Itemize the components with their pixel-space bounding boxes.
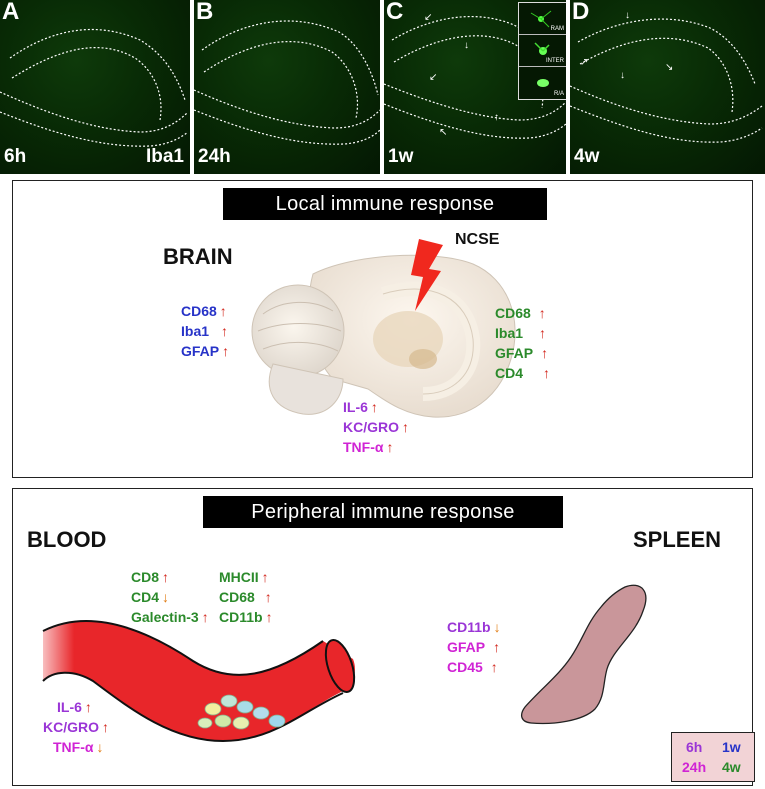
- arrow-icon: ↖: [439, 127, 447, 138]
- legend-6h: 6h: [686, 739, 703, 755]
- marker-item: GFAP↑: [181, 343, 230, 359]
- spleen-illustration: [520, 584, 647, 725]
- blood-cell: [220, 694, 238, 708]
- blood-vessel-illustration: [42, 620, 356, 743]
- local-response-title: Local immune response: [223, 188, 547, 220]
- marker-item: Iba1↑: [181, 323, 229, 339]
- blood-label: BLOOD: [27, 527, 107, 552]
- brain-right-markers: CD68↑ Iba1↑ GFAP↑ CD4↑: [495, 303, 550, 383]
- ncse-label: NCSE: [455, 231, 500, 248]
- arrow-icon: ↙: [424, 12, 432, 23]
- panel-timepoint: 24h: [198, 146, 231, 167]
- inset-label: INTER: [546, 58, 564, 64]
- marker-item: Iba1↑: [495, 325, 547, 341]
- spleen-markers: CD11b↓ GFAP↑ CD45↑: [447, 617, 501, 677]
- marker-item: CD68↑: [181, 303, 227, 319]
- panel-letter: C: [386, 0, 404, 25]
- blood-cell: [252, 706, 270, 720]
- blood-cytokine-markers: IL-6↑ KC/GRO↑ TNF-α↓: [43, 697, 109, 757]
- spleen-label: SPLEEN: [633, 527, 722, 552]
- brain-cytokine-markers: IL-6↑ KC/GRO↑ TNF-α↑: [343, 397, 409, 457]
- timepoint-legend: 6h 1w 24h 4w: [671, 732, 755, 782]
- brain-illustration: [251, 239, 516, 418]
- marker-item: GFAP↑: [495, 345, 549, 361]
- arrow-icon: ↙: [429, 72, 437, 83]
- blood-markers-col1: CD8↑ CD4↓ Galectin-3↑: [131, 567, 209, 627]
- arrow-icon: ↗: [580, 57, 588, 68]
- marker-item: CD8↑: [131, 569, 170, 585]
- local-response-box: Local immune response BRAIN NCSE: [12, 180, 753, 478]
- marker-item: CD68↑: [219, 589, 272, 605]
- marker-item: TNF-α↓: [53, 739, 104, 755]
- blood-cell: [214, 714, 232, 728]
- hippocampus-outline: ↓ ↗ ↓ ↘: [570, 10, 763, 143]
- marker-item: MHCII↑: [219, 569, 269, 585]
- hippocampus-outline: [0, 28, 189, 147]
- blood-cell: [204, 702, 222, 716]
- arrow-icon: ↓: [625, 10, 630, 21]
- microglia-inset: RAM INTER R/A: [518, 2, 566, 100]
- panel-letter: D: [572, 0, 590, 25]
- panel-letter: B: [196, 0, 214, 25]
- inset-label: R/A: [553, 91, 564, 97]
- marker-item: TNF-α↑: [343, 439, 394, 455]
- panel-timepoint: 4w: [574, 146, 600, 167]
- marker-item: IL-6↑: [343, 399, 378, 415]
- micrograph-panel-d: ↓ ↗ ↓ ↘ D 4w: [570, 0, 765, 174]
- lightning-bolt-icon: [411, 239, 443, 311]
- panel-timepoint: 6h: [4, 146, 27, 167]
- blood-markers-col2: MHCII↑ CD68↑ CD11b↑: [219, 567, 273, 627]
- peripheral-response-box: Peripheral immune response BLOOD SPLEEN …: [12, 488, 753, 786]
- inset-label: RAM: [550, 26, 564, 32]
- micrograph-panel-c: ↙ ↓ ↙ ↑ ↖ C 1w RAM INTER R/A: [384, 0, 566, 174]
- arrow-icon: ↘: [665, 62, 673, 73]
- marker-item: CD11b↑: [219, 609, 273, 625]
- marker-item: CD68↑: [495, 305, 546, 321]
- brain-left-markers: CD68↑ Iba1↑ GFAP↑: [181, 301, 229, 361]
- marker-item: GFAP↑: [447, 639, 501, 655]
- panel-timepoint: 1w: [388, 146, 414, 167]
- blood-cell: [268, 714, 286, 728]
- marker-item: IL-6↑: [57, 699, 92, 715]
- legend-1w: 1w: [722, 739, 741, 755]
- hippocampus-outline: [194, 20, 380, 145]
- marker-item: CD11b↓: [447, 619, 501, 635]
- marker-item: CD4↑: [495, 365, 551, 381]
- blood-cell: [197, 717, 213, 729]
- panel-letter: A: [2, 0, 20, 25]
- marker-item: CD4↓: [131, 589, 170, 605]
- micrograph-panel-b: B 24h: [194, 0, 380, 174]
- arrow-icon: ↑: [494, 112, 499, 123]
- inset-cell: RAM: [519, 3, 566, 35]
- micrograph-strip: A 6h Iba1 B 24h ↙ ↓ ↙ ↑ ↖ C 1w: [0, 0, 765, 174]
- marker-item: CD45↑: [447, 659, 498, 675]
- marker-item: KC/GRO↑: [43, 719, 109, 735]
- marker-item: KC/GRO↑: [343, 419, 409, 435]
- blood-cell: [236, 700, 254, 714]
- inset-cell: R/A: [519, 67, 566, 99]
- arrow-icon: ↓: [620, 70, 625, 81]
- blood-cell: [232, 716, 250, 730]
- brain-label: BRAIN: [163, 244, 233, 269]
- arrow-icon: ↓: [464, 40, 469, 51]
- legend-24h: 24h: [682, 759, 707, 775]
- inset-cell: INTER: [519, 35, 566, 67]
- legend-4w: 4w: [722, 759, 741, 775]
- micrograph-panel-a: A 6h Iba1: [0, 0, 190, 174]
- peripheral-response-title: Peripheral immune response: [203, 496, 563, 528]
- marker-item: Galectin-3↑: [131, 609, 209, 625]
- stain-marker-label: Iba1: [145, 146, 184, 167]
